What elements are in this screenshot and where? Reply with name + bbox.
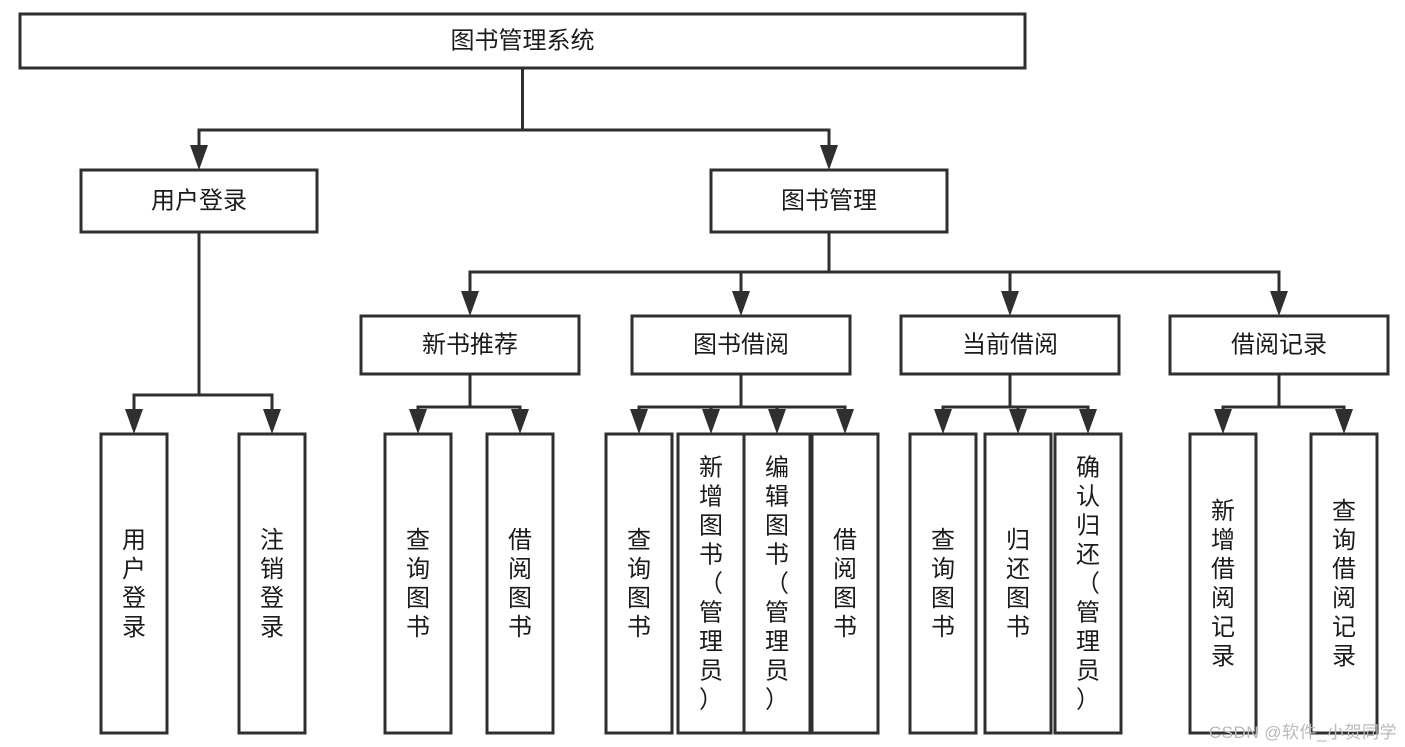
arrow-head-icon (511, 409, 529, 434)
node-box (485, 432, 555, 735)
arrow-head-icon (820, 145, 838, 170)
node-label: 借阅图书 (508, 527, 532, 641)
node-label: 用户登录 (151, 187, 247, 214)
arrow-head-icon (836, 409, 854, 434)
arrow-head-icon (702, 409, 720, 434)
node-leaf-12[interactable]: 新增借阅记录 (1188, 432, 1258, 735)
node-leaf-5[interactable]: 查询图书 (604, 432, 674, 735)
arrow-head-icon (1214, 409, 1232, 434)
node-current[interactable]: 当前借阅 (899, 314, 1121, 376)
node-leaf-6[interactable]: 新增图书（管理员） (676, 432, 746, 735)
node-box (99, 432, 169, 735)
node-leaf-4[interactable]: 借阅图书 (485, 432, 555, 735)
node-label: 当前借阅 (962, 331, 1058, 358)
node-box (742, 432, 812, 735)
arrow-head-icon (190, 145, 208, 170)
node-label: 图书管理系统 (451, 27, 595, 54)
edge-group-borrow (630, 372, 854, 434)
node-leaf-13[interactable]: 查询借阅记录 (1309, 432, 1379, 735)
arrow-head-icon (409, 409, 427, 434)
node-leaf-2[interactable]: 注销登录 (237, 432, 307, 735)
arrow-head-icon (732, 291, 750, 316)
arrow-head-icon (1335, 409, 1353, 434)
node-box (79, 168, 319, 234)
edge-group-newbook (409, 372, 529, 434)
node-leaf-1[interactable]: 用户登录 (99, 432, 169, 735)
node-label: 查询图书 (931, 527, 955, 641)
node-label: 新书推荐 (422, 331, 518, 358)
node-leaf-8[interactable]: 借阅图书 (810, 432, 880, 735)
edge-group-records (1214, 372, 1353, 434)
edge-group-root (190, 66, 838, 170)
node-box (237, 432, 307, 735)
node-box (899, 314, 1121, 376)
node-box (1053, 432, 1123, 735)
node-label: 借阅图书 (833, 527, 857, 641)
node-box (810, 432, 880, 735)
node-box (1309, 432, 1379, 735)
node-leaf-10[interactable]: 归还图书 (983, 432, 1053, 735)
arrow-head-icon (125, 409, 143, 434)
node-label: 图书借阅 (693, 331, 789, 358)
node-label: 图书管理 (781, 187, 877, 214)
node-records[interactable]: 借阅记录 (1168, 314, 1390, 376)
node-bookmgmt[interactable]: 图书管理 (709, 168, 949, 234)
node-box (630, 314, 852, 376)
node-box (1188, 432, 1258, 735)
edge-group-login (125, 230, 281, 434)
arrow-head-icon (263, 409, 281, 434)
node-box (709, 168, 949, 234)
arrow-head-icon (768, 409, 786, 434)
node-label: 注销登录 (260, 527, 284, 641)
arrow-head-icon (1001, 291, 1019, 316)
node-leaf-11[interactable]: 确认归还（管理员） (1053, 432, 1123, 735)
node-root[interactable]: 图书管理系统 (18, 12, 1027, 70)
node-leaf-3[interactable]: 查询图书 (383, 432, 453, 735)
watermark-label: CSDN @软件_小贺同学 (1208, 723, 1397, 742)
node-box (983, 432, 1053, 735)
node-label: 查询图书 (627, 527, 651, 641)
node-leaf-9[interactable]: 查询图书 (908, 432, 978, 735)
node-label: 归还图书 (1006, 527, 1030, 641)
arrow-head-icon (630, 409, 648, 434)
connector-layer (125, 66, 1353, 434)
arrow-head-icon (934, 409, 952, 434)
node-box (1168, 314, 1390, 376)
node-label: 确认归还（管理员） (1076, 455, 1100, 714)
arrow-head-icon (1009, 409, 1027, 434)
node-layer: 图书管理系统用户登录图书管理新书推荐图书借阅当前借阅借阅记录用户登录注销登录查询… (18, 12, 1390, 735)
node-box (359, 314, 581, 376)
node-box (383, 432, 453, 735)
arrow-head-icon (1079, 409, 1097, 434)
node-label: 查询借阅记录 (1332, 498, 1356, 670)
node-label: 新增图书（管理员） (699, 455, 723, 714)
node-label: 用户登录 (122, 527, 146, 641)
node-box (604, 432, 674, 735)
node-label: 编辑图书（管理员） (765, 455, 789, 714)
node-borrow[interactable]: 图书借阅 (630, 314, 852, 376)
node-label: 新增借阅记录 (1211, 498, 1235, 670)
node-leaf-7[interactable]: 编辑图书（管理员） (742, 432, 812, 735)
arrow-head-icon (461, 291, 479, 316)
arrow-head-icon (1270, 291, 1288, 316)
node-label: 查询图书 (406, 527, 430, 641)
edge-group-bookmgmt (461, 230, 1288, 316)
node-login[interactable]: 用户登录 (79, 168, 319, 234)
node-label: 借阅记录 (1231, 331, 1327, 358)
edge-group-current (934, 372, 1097, 434)
node-box (908, 432, 978, 735)
node-newbook[interactable]: 新书推荐 (359, 314, 581, 376)
node-box (18, 12, 1027, 70)
